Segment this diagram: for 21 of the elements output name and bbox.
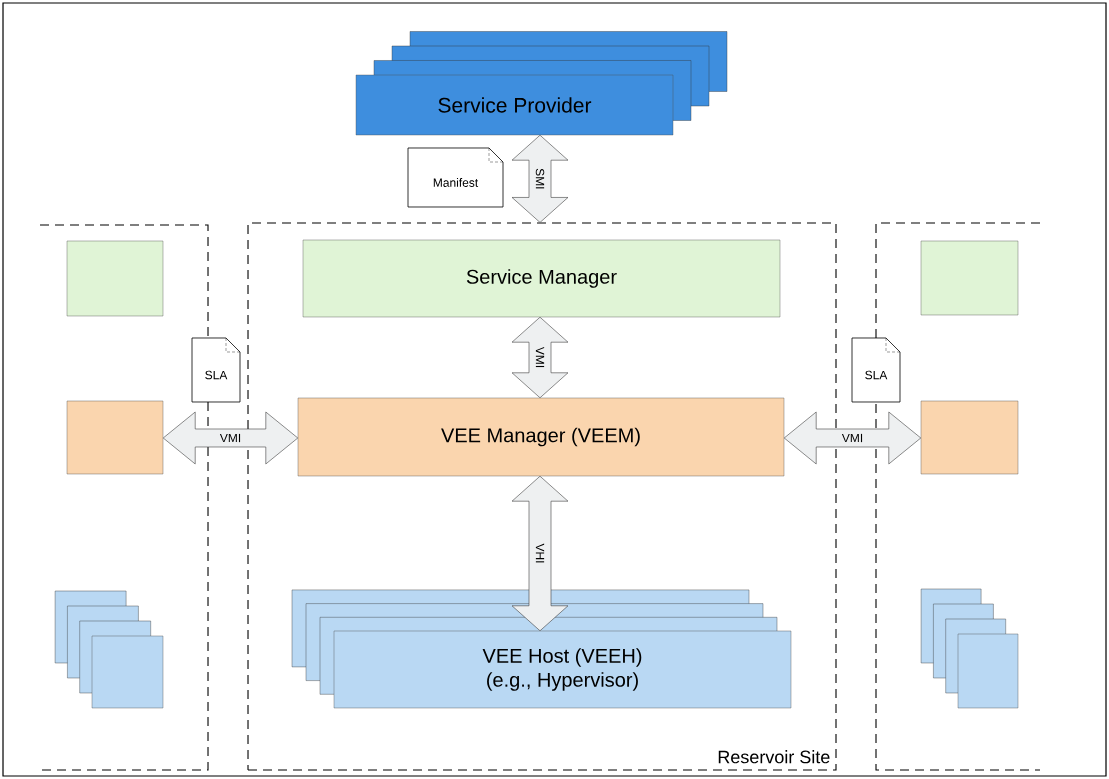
edge-label: SMI [534,167,546,191]
double-arrow [783,411,922,465]
double-arrow [511,316,569,399]
double-arrow [511,134,569,223]
manager-box: VEE Manager (VEEM) [297,397,785,477]
box [66,400,164,475]
box [66,240,164,317]
edge-label: VMI [840,432,865,444]
box [920,240,1019,316]
stacked-box: Service Provider [355,31,728,136]
node-label: (e.g., Hypervisor) [487,672,638,691]
edge-label: VMI [218,432,243,444]
edge-label: VMI [534,345,546,370]
manager-box: Service Manager [302,239,781,318]
double-arrow [511,475,569,632]
stacked-box [920,588,1019,709]
stacked-box [54,590,164,709]
double-arrow [162,411,299,465]
stacked-box: VEE Host (VEEH) (e.g., Hypervisor) [291,589,792,709]
box [920,400,1019,475]
edge-label: VHI [534,542,546,565]
